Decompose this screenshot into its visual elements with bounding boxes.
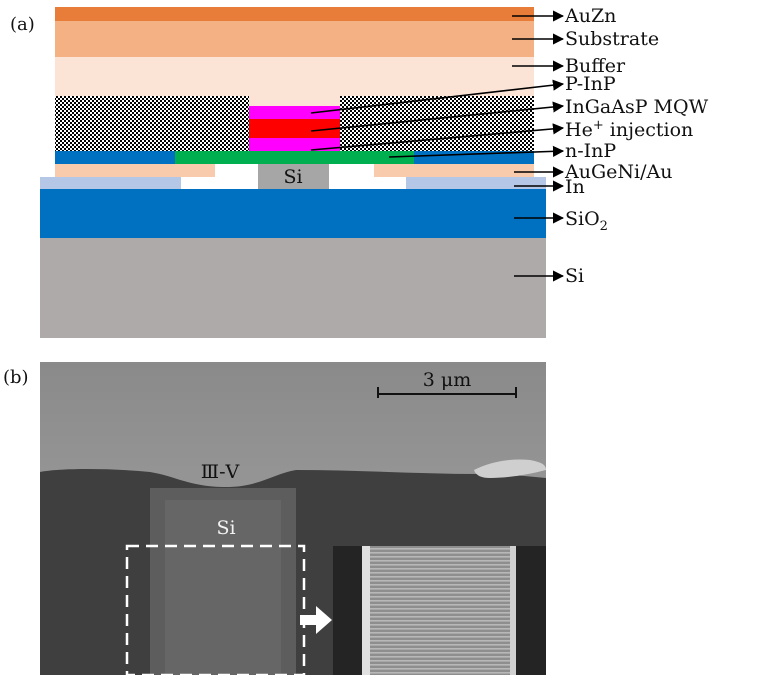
augeni-contact-left [55, 164, 215, 177]
arrow-mqw [310, 101, 565, 132]
sem-image: 3 μm Ⅲ-Ⅴ Si [40, 362, 546, 675]
label-arrows [310, 10, 565, 282]
panel-a-label: (a) [10, 14, 35, 35]
substrate-layer [55, 21, 534, 57]
label-si: Si [565, 265, 584, 287]
label-he-sup: + [593, 118, 604, 133]
panel-a: (a) Si [10, 5, 709, 338]
label-substrate: Substrate [565, 28, 659, 50]
si-substrate-layer [40, 238, 546, 338]
p-inp-region [249, 96, 340, 106]
arrow-n-inp [388, 145, 565, 158]
arrow-he-injection [310, 123, 565, 151]
label-he-injection: He+ injection [565, 118, 693, 141]
sem-si-label: Si [216, 517, 235, 539]
panel-b-label: (b) [3, 367, 29, 388]
label-buffer: Buffer [565, 55, 626, 77]
in-contact-right [406, 177, 546, 189]
label-p-inp: P-InP [565, 73, 616, 95]
label-mqw: InGaAsP MQW [565, 96, 709, 118]
buffer-layer [55, 57, 534, 96]
inset-edge-right [510, 546, 516, 675]
scale-bar: 3 μm [377, 369, 517, 398]
inset-edge-left [362, 546, 370, 675]
label-sio2-base: SiO [565, 208, 600, 230]
inset-image [333, 546, 546, 675]
mqw-region-bottom [249, 138, 340, 151]
si-waveguide-label: Si [283, 166, 302, 188]
label-n-inp: n-InP [565, 140, 616, 162]
scale-bar-label: 3 μm [423, 369, 472, 391]
n-inp-green-region [175, 151, 414, 164]
sio2-layer [40, 189, 546, 238]
he-injection-region [249, 119, 340, 138]
auzn-layer [55, 7, 534, 21]
sem-si-pillar-glow [165, 500, 281, 675]
sem-debris [474, 459, 546, 478]
inset-pillar [369, 546, 512, 675]
label-augeni-au: AuGeNi/Au [564, 161, 672, 183]
he-implanted-region-right [340, 96, 534, 151]
label-in: In [565, 176, 585, 198]
augeni-contact-right [374, 164, 534, 177]
zoom-arrow-icon [300, 606, 332, 634]
in-contact-left [40, 177, 181, 189]
mqw-region [249, 106, 340, 119]
label-sio2: SiO2 [565, 208, 608, 234]
arrow-p-inp [310, 79, 565, 114]
si-waveguide [258, 164, 329, 189]
panel-b: (b) 3 μm Ⅲ-Ⅴ Si [3, 362, 546, 675]
label-auzn: AuZn [564, 5, 616, 27]
label-he-base: He [565, 119, 593, 141]
iii-v-label: Ⅲ-Ⅴ [201, 461, 240, 483]
label-he-rest: injection [604, 119, 694, 141]
label-sio2-sub: 2 [600, 219, 608, 234]
he-implanted-region-left [55, 96, 249, 151]
